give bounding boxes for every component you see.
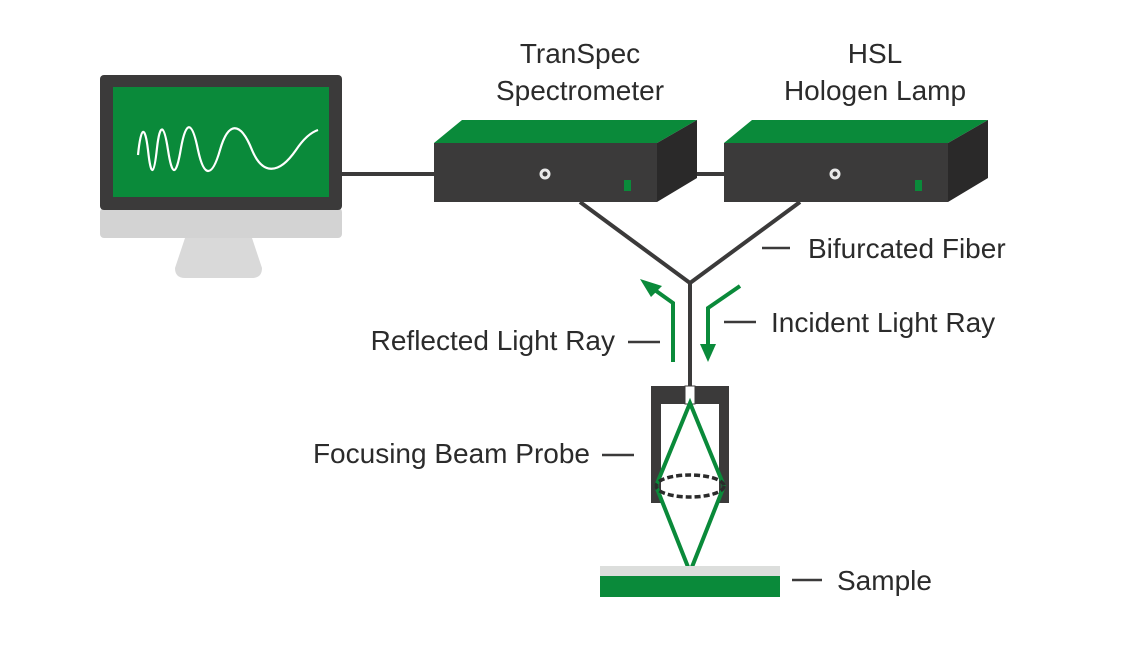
reflected-label: Reflected Light Ray — [371, 325, 615, 356]
probe-label: Focusing Beam Probe — [313, 438, 590, 469]
spectrum-waveform — [136, 126, 319, 172]
reflected-ray-arrow — [640, 279, 675, 362]
monitor-chin — [100, 208, 342, 238]
lamp-name: HSL — [848, 38, 902, 69]
sample-label: Sample — [837, 565, 932, 596]
bifurcated-fiber — [578, 200, 802, 388]
focusing-probe — [651, 385, 729, 578]
spectrometer-top — [434, 120, 697, 143]
spectrometer-subtitle: Spectrometer — [496, 75, 664, 106]
spectrometer-name: TranSpec — [520, 38, 640, 69]
spectrometer-led — [624, 180, 631, 191]
sample-body — [600, 576, 780, 597]
lamp-side — [948, 120, 988, 202]
lamp-box — [724, 120, 988, 202]
spectrometer-box — [434, 120, 697, 202]
monitor-screen — [113, 87, 329, 197]
lamp-led — [915, 180, 922, 191]
incident-label: Incident Light Ray — [771, 307, 995, 338]
sample-surface — [600, 566, 780, 576]
spectrometer-side — [657, 120, 697, 202]
monitor-stand — [175, 238, 262, 278]
fiber-label: Bifurcated Fiber — [808, 233, 1006, 264]
monitor — [100, 75, 342, 278]
focus-beam — [653, 397, 727, 578]
incident-ray-arrow — [700, 284, 742, 362]
lamp-subtitle: Hologen Lamp — [784, 75, 966, 106]
lens — [654, 473, 726, 499]
sample — [600, 566, 780, 597]
lamp-top — [724, 120, 988, 143]
